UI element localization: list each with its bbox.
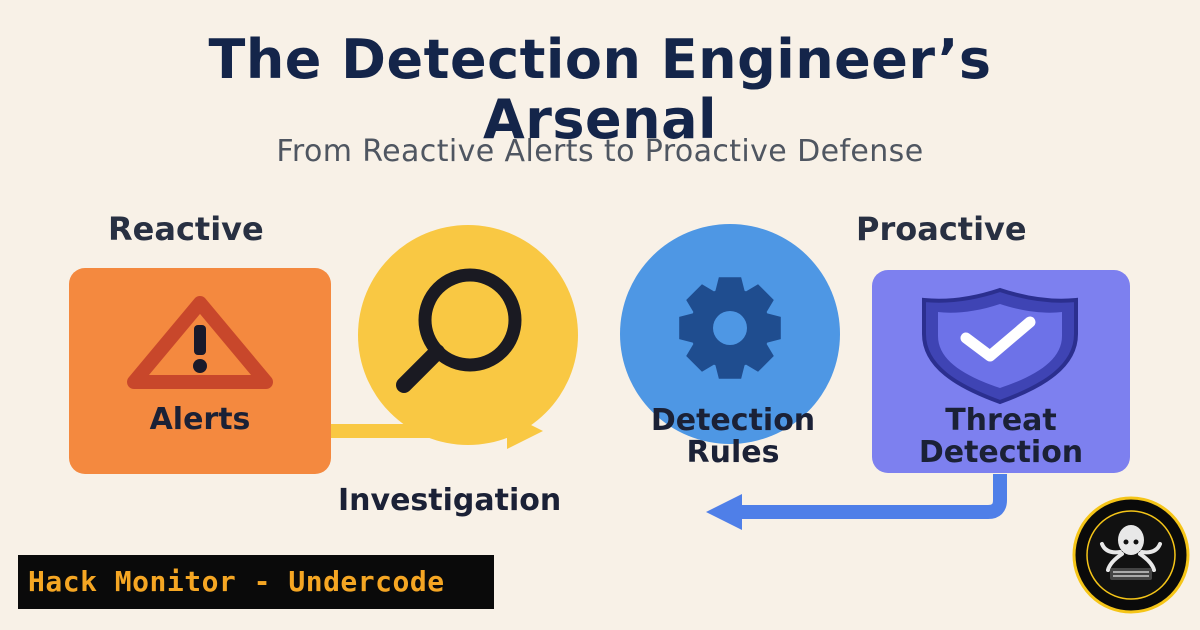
title-line-2: Arsenal — [482, 88, 718, 151]
magnifier-icon — [396, 268, 522, 393]
investigation-label: Investigation — [338, 483, 562, 518]
subtitle: From Reactive Alerts to Proactive Defens… — [276, 134, 924, 169]
brand-banner — [18, 555, 494, 609]
magnifier-circle — [358, 225, 578, 445]
threat-detection-label-line-1: Threat — [945, 403, 1057, 438]
brand-banner-text: Hack Monitor - Undercode — [28, 565, 445, 598]
gear-hole — [713, 311, 747, 345]
threat-detection-label-line-2: Detection — [918, 435, 1084, 470]
reactive-label: Reactive — [108, 210, 264, 248]
gear-icon — [679, 277, 781, 379]
shield-check-icon — [922, 287, 1078, 405]
return-arrow-head — [706, 494, 742, 530]
proactive-label: Proactive — [856, 210, 1027, 248]
detection-rules-label-line-2: Rules — [686, 435, 780, 470]
return-arrow — [736, 474, 1007, 519]
detection-rules-label-line-1: Detection — [650, 403, 816, 438]
alerts-label: Alerts — [149, 402, 251, 437]
title-line-1: The Detection Engineer’s — [208, 28, 992, 91]
undercode-logo — [1072, 496, 1190, 614]
warning-icon — [127, 296, 273, 389]
